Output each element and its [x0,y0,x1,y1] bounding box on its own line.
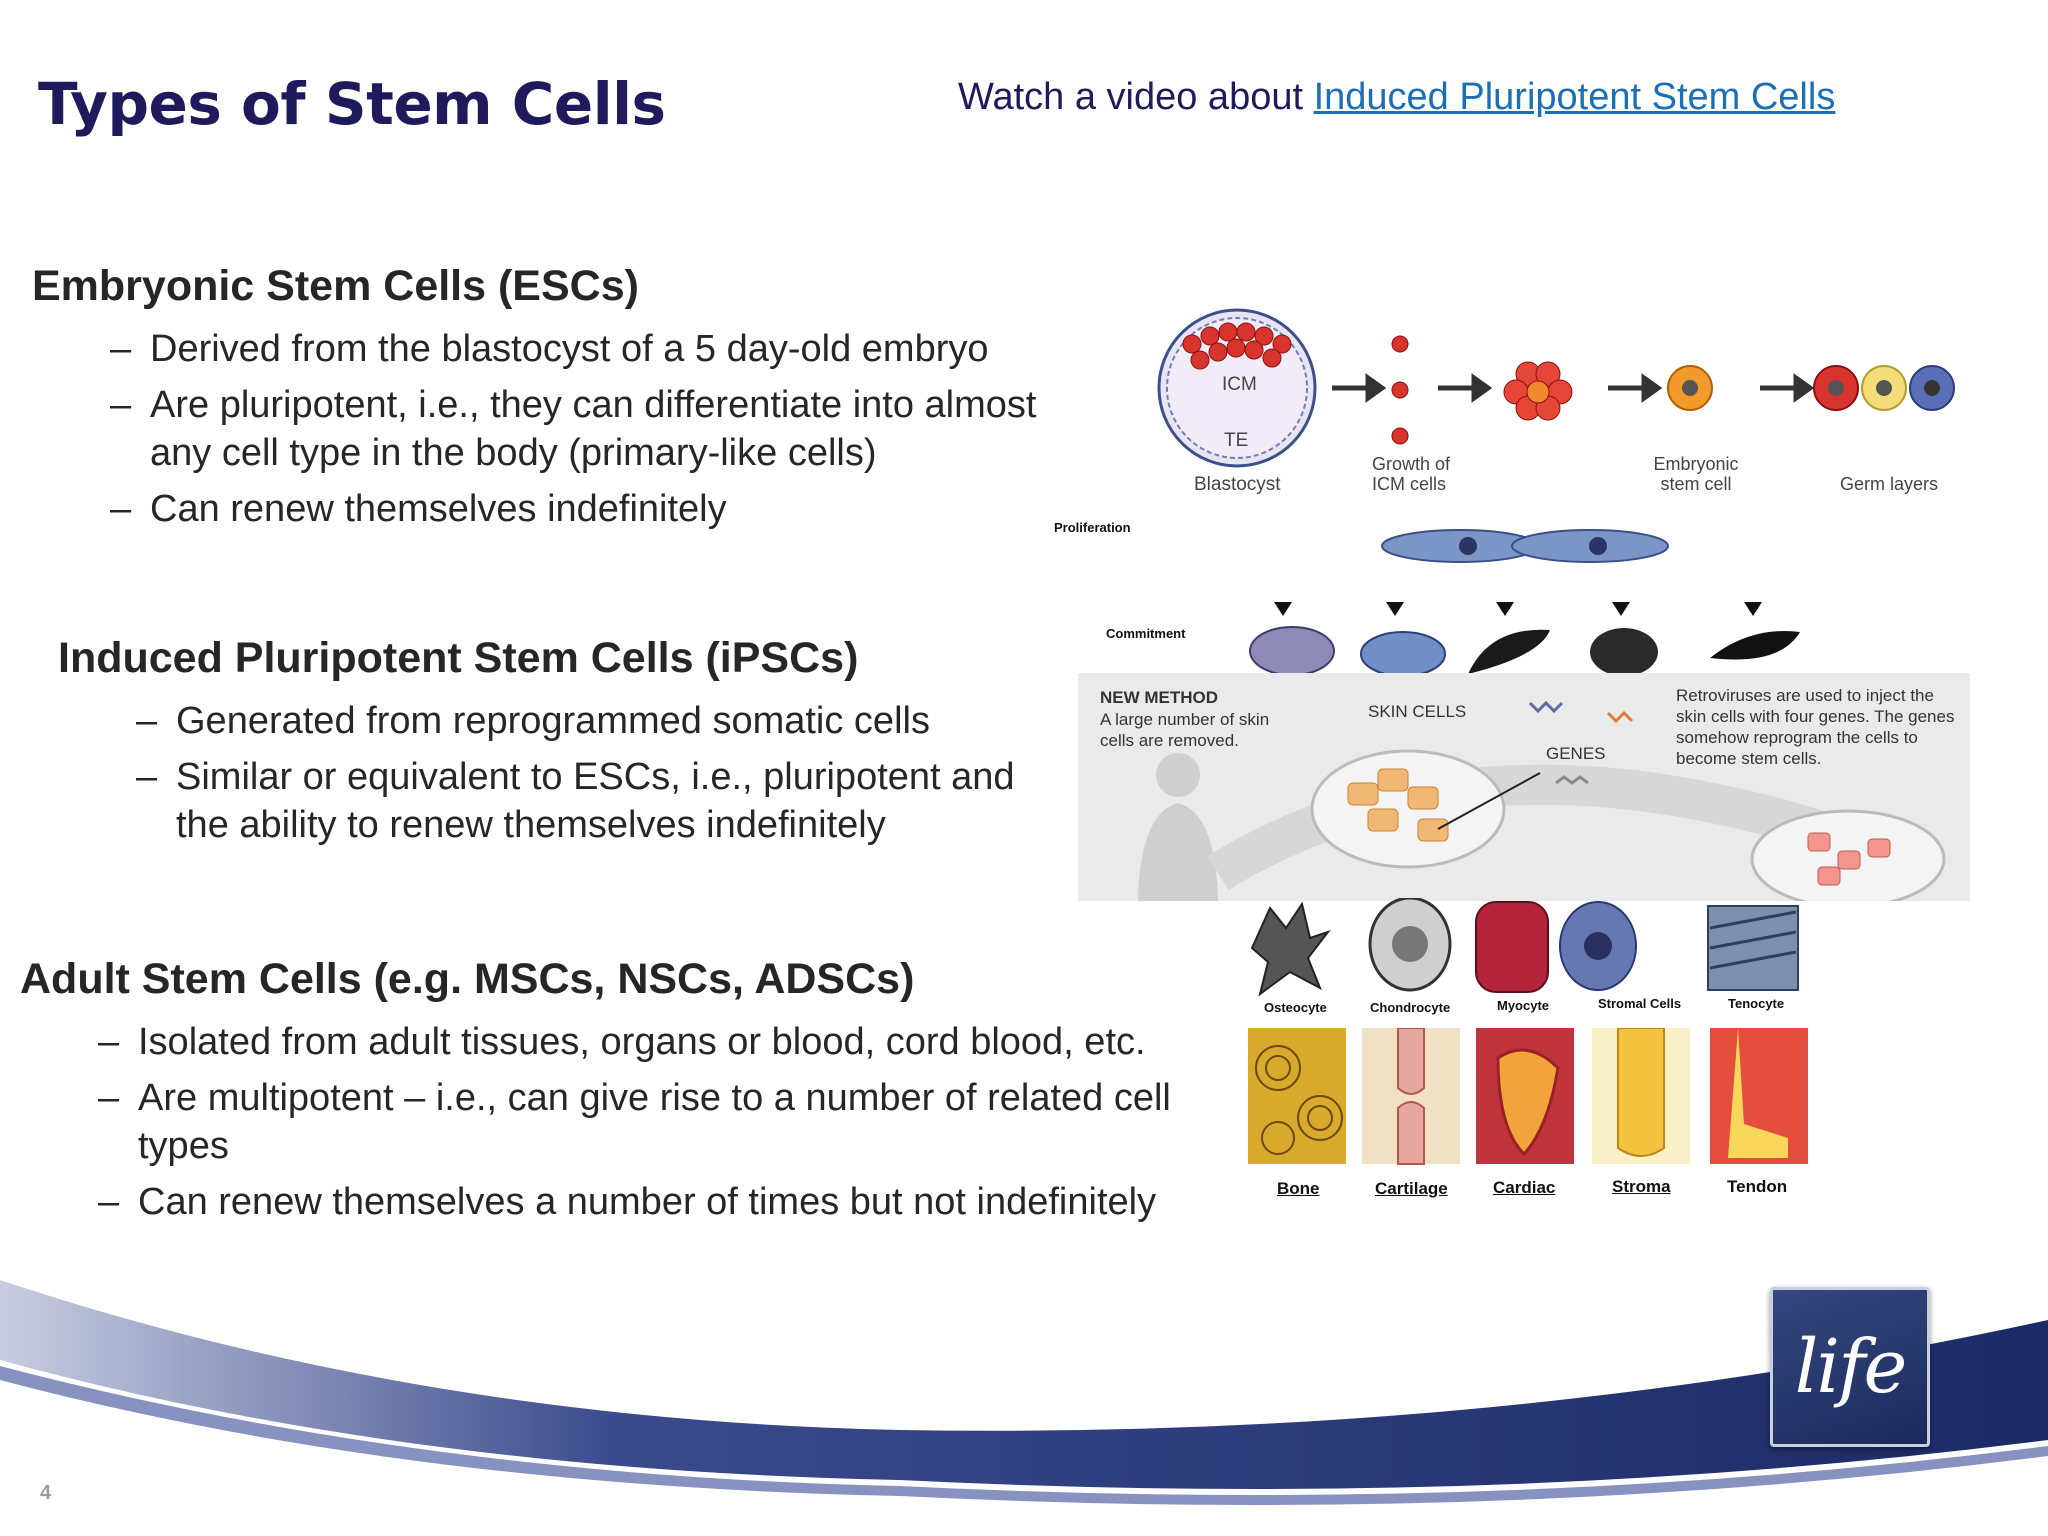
video-prompt-text: Watch a video about [958,76,1314,118]
footer-wave [0,1280,2048,1505]
embryonic-label: Embryonic stem cell [1653,454,1739,494]
video-prompt: Watch a video about Induced Pluripotent … [958,76,1835,119]
slide-title: Types of Stem Cells [38,70,666,138]
cell-label-tenocyte: Tenocyte [1728,996,1785,1011]
esc-bullets: Derived from the blastocyst of a 5 day-o… [110,325,1100,541]
new-method-panel: NEW METHOD A large number of skin cells … [1078,673,1970,901]
esc-bullet: Can renew themselves indefinitely [110,485,1100,533]
adult-bullet: Isolated from adult tissues, organs or b… [98,1018,1218,1066]
tissue-label-bone: Bone [1277,1179,1320,1198]
tissue-label-tendon: Tendon [1727,1177,1788,1196]
icm-label: ICM [1222,374,1257,395]
esc-heading: Embryonic Stem Cells (ESCs) [32,262,639,310]
germ-label: Germ layers [1840,474,1939,494]
adult-bullets: Isolated from adult tissues, organs or b… [98,1018,1218,1234]
new-method-text: A large number of skin cells are removed… [1100,710,1270,750]
tissue-label-stroma: Stroma [1612,1177,1671,1196]
logo-text: life [1794,1324,1908,1410]
skin-cells-label: SKIN CELLS [1368,702,1467,721]
tissue-label-cardiac: Cardiac [1493,1178,1556,1197]
tissue-images [1248,1028,1808,1165]
retrovirus-text: Retroviruses are used to inject the skin… [1676,686,1955,768]
te-label: TE [1224,430,1249,451]
esc-bullet: Derived from the blastocyst of a 5 day-o… [110,325,1100,373]
adult-bullet: Can renew themselves a number of times b… [98,1178,1218,1226]
proliferating-cells-image [1381,529,1669,563]
growth-label: Growth of ICM cells [1372,454,1451,494]
page-number: 4 [40,1482,52,1504]
proliferation-label: Proliferation [1054,520,1131,535]
blastocyst-label: Blastocyst [1194,474,1281,495]
esc-bullet: Are pluripotent, i.e., they can differen… [110,381,1100,477]
cell-label-myocyte: Myocyte [1497,998,1550,1013]
ipsc-bullet: Generated from reprogrammed somatic cell… [136,697,1076,745]
new-method-heading: NEW METHOD [1100,688,1219,707]
development-diagram [1157,308,1955,468]
ipsc-bullet: Similar or equivalent to ESCs, i.e., plu… [136,753,1076,849]
reprogramming-illustration [1138,700,1946,901]
ipsc-bullets: Generated from reprogrammed somatic cell… [136,697,1076,857]
cell-label-osteocyte: Osteocyte [1264,1000,1327,1015]
cell-label-stromal: Stromal Cells [1598,996,1682,1011]
life-logo: life [1770,1287,1930,1447]
tissue-label-cartilage: Cartilage [1375,1179,1448,1198]
commitment-label: Commitment [1106,626,1186,641]
ipsc-heading: Induced Pluripotent Stem Cells (iPSCs) [58,634,859,682]
differentiated-cells-image [1250,898,1799,997]
video-link[interactable]: Induced Pluripotent Stem Cells [1313,76,1836,118]
genes-label: GENES [1546,744,1606,763]
adult-bullet: Are multipotent – i.e., can give rise to… [98,1074,1178,1170]
adult-heading: Adult Stem Cells (e.g. MSCs, NSCs, ADSCs… [20,955,915,1003]
committed-cells-image [1249,602,1800,676]
cell-label-chondrocyte: Chondrocyte [1370,1000,1451,1015]
